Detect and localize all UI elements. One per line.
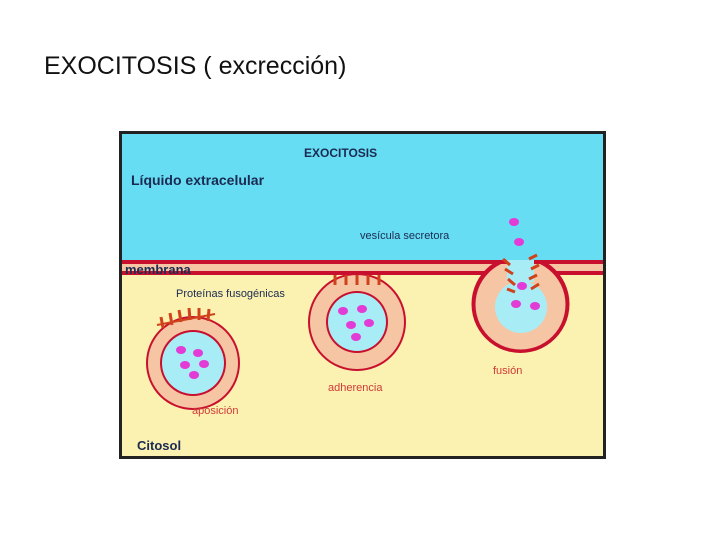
particles xyxy=(338,305,374,341)
diagram-title: EXOCITOSIS xyxy=(304,146,377,160)
exocytosis-diagram: EXOCITOSIS Líquido extracelular vesícula… xyxy=(119,131,606,459)
cytosol-label: Citosol xyxy=(137,438,181,453)
particles xyxy=(509,218,540,310)
vesicle-apposition xyxy=(146,307,240,410)
extracellular-region xyxy=(119,131,606,267)
extracellular-label: Líquido extracelular xyxy=(131,172,265,188)
fusogenic-proteins-adherence xyxy=(333,275,381,285)
membrane-label: membrana xyxy=(125,262,192,277)
fusion-label: fusión xyxy=(493,365,522,377)
fusogenic-proteins-fusion xyxy=(502,253,540,294)
vesicle-fusion xyxy=(471,218,570,354)
secretory-vesicle-label: vesícula secretora xyxy=(360,230,450,242)
fusogenic-proteins-vesicle xyxy=(156,307,216,329)
adherence-label: adherencia xyxy=(328,382,383,394)
slide-title: EXOCITOSIS ( excrección) xyxy=(44,52,347,80)
diagram-frame xyxy=(119,131,606,459)
plasma-membrane xyxy=(119,260,606,275)
particles xyxy=(176,346,209,379)
vesicle-adherence xyxy=(308,273,406,371)
fusogenic-proteins-label: Proteínas fusogénicas xyxy=(176,288,285,300)
apposition-label: aposición xyxy=(192,405,238,417)
